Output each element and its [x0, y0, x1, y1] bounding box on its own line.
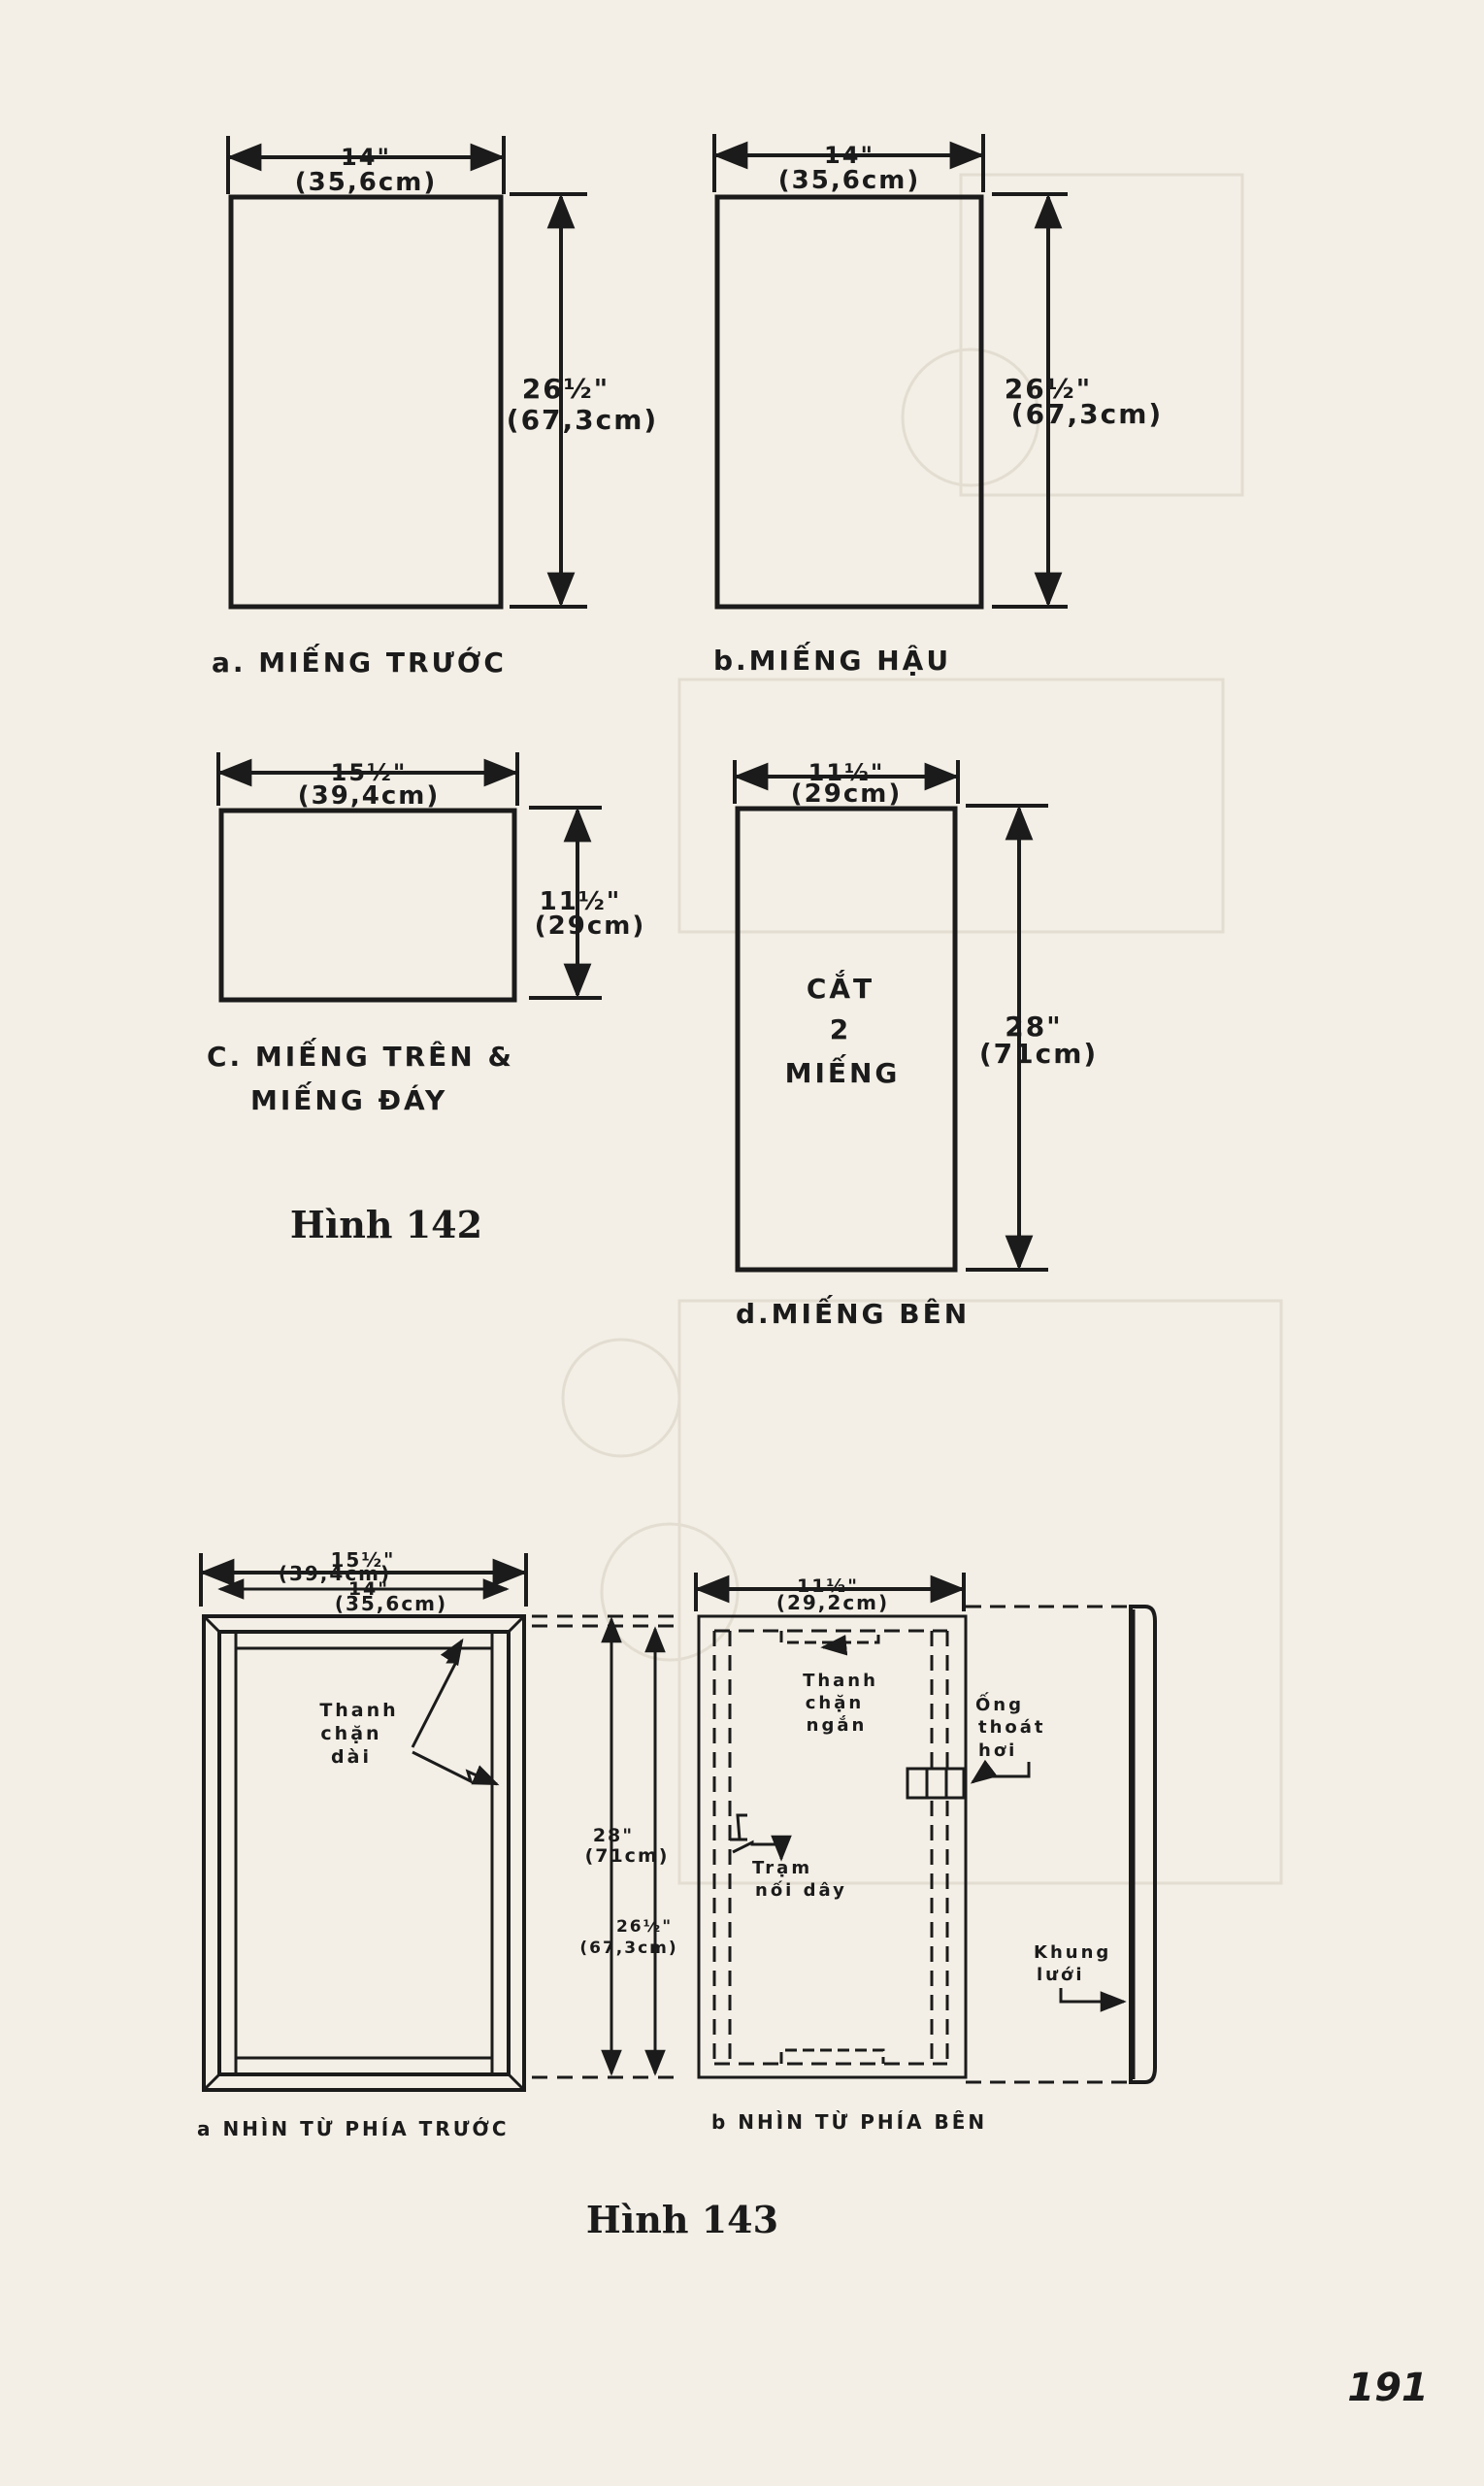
back-width-cm: (35,6cm) [778, 166, 920, 195]
front-height-cm: (67,3cm) [507, 404, 658, 436]
side-height-in: 28" [1005, 1011, 1063, 1043]
port-tube [906, 1767, 966, 1800]
long-cleat-label-line2: chặn [320, 1723, 381, 1744]
top-height-in: 11½" [540, 887, 622, 916]
short-cleat-label-line3: ngắn [807, 1715, 868, 1736]
back-panel-outline [714, 194, 984, 610]
short-cleat-label-line2: chặn [806, 1693, 864, 1713]
front-view-caption: a NHÌN TỪ PHÍA TRƯỚC [197, 2117, 510, 2140]
top-panel-caption-line1: C. MIẾNG TRÊN & [207, 1037, 514, 1073]
back-panel-caption: b.MIẾNG HẬU [713, 641, 951, 677]
front-panel-outline [228, 194, 504, 610]
fig142-back-panel: 14" (35,6cm) 26½" (67,3cm) b.MIẾNG HẬU [712, 134, 1163, 677]
side-view-width-cm: (29,2cm) [776, 1591, 889, 1614]
short-cleat-bottom [234, 2056, 494, 2076]
short-cleat-top-block [779, 1631, 880, 1644]
side-height-cm: (71cm) [979, 1038, 1098, 1070]
top-panel-caption-line2: MIẾNG ĐÁY [250, 1080, 447, 1116]
side-view-width-in: 11½" [797, 1575, 859, 1597]
fig143-side-view: 11½" (29,2cm) Thanh chặn [694, 1573, 1157, 2134]
outer-height-cm: (71cm) [585, 1845, 670, 1867]
short-cleat-bottom-block [779, 2048, 885, 2064]
side-view-caption: b NHÌN TỪ PHÍA BÊN [711, 2110, 987, 2134]
grille-label-line2: lưới [1037, 1965, 1085, 1985]
grille-label-line1: Khung [1034, 1942, 1111, 1963]
long-cleat-left [217, 1630, 238, 2076]
long-cleat-pointer-top [411, 1638, 464, 1748]
long-cleat-label-line3: dài [331, 1746, 372, 1768]
side-width-in: 11½" [808, 759, 885, 786]
short-cleat-label-line1: Thanh [803, 1671, 878, 1691]
long-cleat-label-line1: Thanh [319, 1700, 398, 1721]
top-height-cm: (29cm) [535, 912, 645, 941]
port-label-line2: thoát [978, 1717, 1046, 1738]
back-height-in: 26½" [1005, 373, 1093, 405]
fig143-front-view: 15½" (39,4cm) 14" (35,6cm) Thanh chặn dà… [197, 1548, 528, 2140]
frame-inner-width-in: 14" [348, 1578, 389, 1600]
back-width-in: 14" [824, 142, 874, 169]
port-pointer [970, 1759, 1031, 1784]
terminal-label-line2: nối dây [755, 1880, 847, 1901]
side-note-line3: MIẾNG [785, 1053, 901, 1089]
front-width-in: 14" [341, 144, 391, 171]
long-cleat-pointer-right [412, 1750, 500, 1786]
port-label-line3: hơi [978, 1740, 1017, 1761]
side-width-cm: (29cm) [791, 779, 902, 809]
outer-height-in: 28" [593, 1825, 634, 1846]
top-width-cm: (39,4cm) [298, 781, 440, 811]
fig142-side-panel: 11½" (29cm) 28" (71cm) CẮT 2 MIẾNG d.MIẾ… [733, 759, 1098, 1330]
fig143-height-dimensions: 28" (71cm) 26½" (67,3cm) [532, 1614, 679, 2079]
front-width-cm: (35,6cm) [295, 168, 437, 197]
short-cleat-top [234, 1630, 494, 1650]
grille-frame [1129, 1605, 1157, 2084]
side-panel-caption: d.MIẾNG BÊN [736, 1294, 970, 1330]
frame-inner-width-cm: (35,6cm) [335, 1592, 447, 1615]
frame-inner-edge [217, 1630, 511, 2076]
fig142-top-panel: 15½" (39,4cm) 11½" (29cm) C. MIẾNG TRÊN … [207, 752, 645, 1116]
side-note-line1: CẮT [807, 969, 874, 1005]
long-cleat-right [490, 1630, 511, 2076]
side-panel-outline [735, 806, 958, 1273]
front-height-in: 26½" [522, 373, 610, 405]
top-width-in: 15½" [331, 759, 408, 786]
terminal-label-line1: Trạm [752, 1858, 812, 1878]
inner-height-cm: (67,3cm) [579, 1939, 677, 1958]
bleed-through [561, 173, 1283, 1885]
back-height-cm: (67,3cm) [1011, 398, 1163, 430]
frame-outer-edge [202, 1614, 526, 2092]
front-panel-caption: a. MIẾNG TRƯỚC [212, 643, 507, 679]
figure-142-title: Hình 142 [290, 1203, 482, 1246]
figure-143-title: Hình 143 [586, 2198, 778, 2241]
port-label-line1: Ống [975, 1692, 1024, 1715]
fig142-front-panel: 14" (35,6cm) 26½" (67,3cm) a. MIẾNG TRƯỚ… [212, 136, 658, 679]
top-panel-outline [218, 808, 517, 1003]
frame-outer-width-in: 15½" [331, 1548, 396, 1572]
side-view-outline [697, 1614, 968, 2079]
grille-pointer [1059, 1988, 1127, 2012]
terminal-pointer [732, 1835, 792, 1862]
inner-height-in: 26½" [616, 1917, 673, 1937]
page-number: 191 [1347, 2366, 1429, 2410]
side-note-line2: 2 [830, 1013, 851, 1045]
